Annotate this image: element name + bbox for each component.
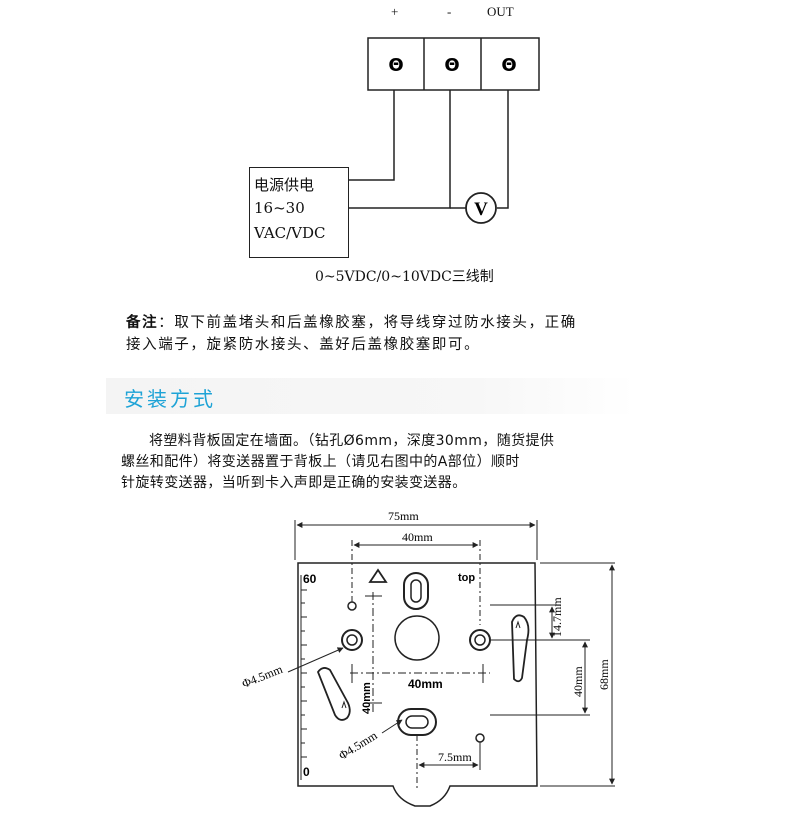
plate-outline — [297, 562, 538, 807]
voltmeter-circle — [465, 192, 497, 224]
note-line-1: 备注：取下前盖堵头和后盖橡胶塞，将导线穿过防水接头，正确 — [126, 312, 706, 334]
terminal-label-out: OUT — [487, 4, 514, 19]
power-supply-box: 电源供电 16~30 VAC/VDC — [249, 167, 349, 258]
left-scale-ticks — [301, 589, 307, 758]
small-hole-bottom-right — [475, 733, 485, 743]
note-colon: ： — [158, 315, 175, 331]
scale-bottom-label: 0 — [303, 765, 310, 779]
small-hole-top-left — [347, 601, 357, 611]
right-curved-slot — [511, 614, 530, 683]
center-horizontal-label: 40mm — [408, 677, 443, 691]
terminal-label-plus: + — [391, 4, 399, 19]
terminal-symbol-1: Θ — [388, 55, 403, 76]
left-mount-hole — [341, 629, 363, 651]
hole-label-left: Φ4.5mm — [240, 662, 285, 691]
install-paragraph: 将塑料背板固定在墙面。（钻孔Ø6mm，深度30mm，随货提供 螺丝和配件）将变送… — [121, 431, 661, 494]
terminal-symbol-3: Θ — [501, 55, 516, 76]
supply-line-1: 电源供电 — [254, 176, 315, 194]
terminal-block — [367, 37, 540, 91]
bottom-slot-hole — [397, 708, 437, 736]
install-line-3: 针旋转变送器，当听到卡入声即是正确的安装变送器。 — [121, 475, 467, 491]
voltmeter-symbol: V — [474, 199, 488, 220]
center-vertical-label: 40mm — [361, 682, 373, 714]
bottom-offset-label: 7.5mm — [438, 750, 472, 764]
right-small-label: 14.7mm — [550, 597, 564, 637]
scale-top-label: 60 — [303, 572, 317, 586]
terminal-symbol-2: Θ — [444, 55, 459, 76]
top-slot-hole — [403, 572, 429, 610]
wiring-lines: V Θ Θ Θ — [349, 37, 540, 224]
supply-line-3: VAC/VDC — [254, 224, 326, 242]
width-label: 75mm — [388, 509, 419, 523]
hole-label-bottom: Φ4.5mm — [336, 728, 380, 763]
supply-line-2: 16~30 — [254, 199, 305, 217]
install-line-2: 螺丝和配件）将变送器置于背板上（请见右图中的A部位）顺时 — [121, 454, 520, 470]
top-label: top — [458, 572, 475, 584]
right-mid-label: 40mm — [571, 666, 585, 697]
top-spacing-label: 40mm — [402, 530, 433, 544]
note-line-2: 接入端子，旋紧防水接头、盖好后盖橡胶塞即可。 — [126, 334, 706, 356]
section-title: 安装方式 — [124, 387, 216, 411]
terminal-label-minus: - — [447, 4, 452, 19]
right-total-label: 68mm — [597, 659, 611, 690]
note-label: 备注 — [126, 315, 159, 331]
section-header-band — [106, 378, 636, 414]
up-triangle-icon — [368, 568, 388, 583]
left-curved-slot — [316, 667, 351, 721]
note-text-2: 接入端子，旋紧防水接头、盖好后盖橡胶塞即可。 — [126, 337, 481, 353]
center-hole — [394, 615, 440, 661]
wiring-caption: 0~5VDC/0~10VDC三线制 — [315, 269, 494, 285]
right-mount-hole — [469, 629, 491, 651]
note-text-1: 取下前盖堵头和后盖橡胶塞，将导线穿过防水接头，正确 — [174, 315, 577, 331]
install-line-1: 将塑料背板固定在墙面。（钻孔Ø6mm，深度30mm，随货提供 — [149, 433, 555, 449]
